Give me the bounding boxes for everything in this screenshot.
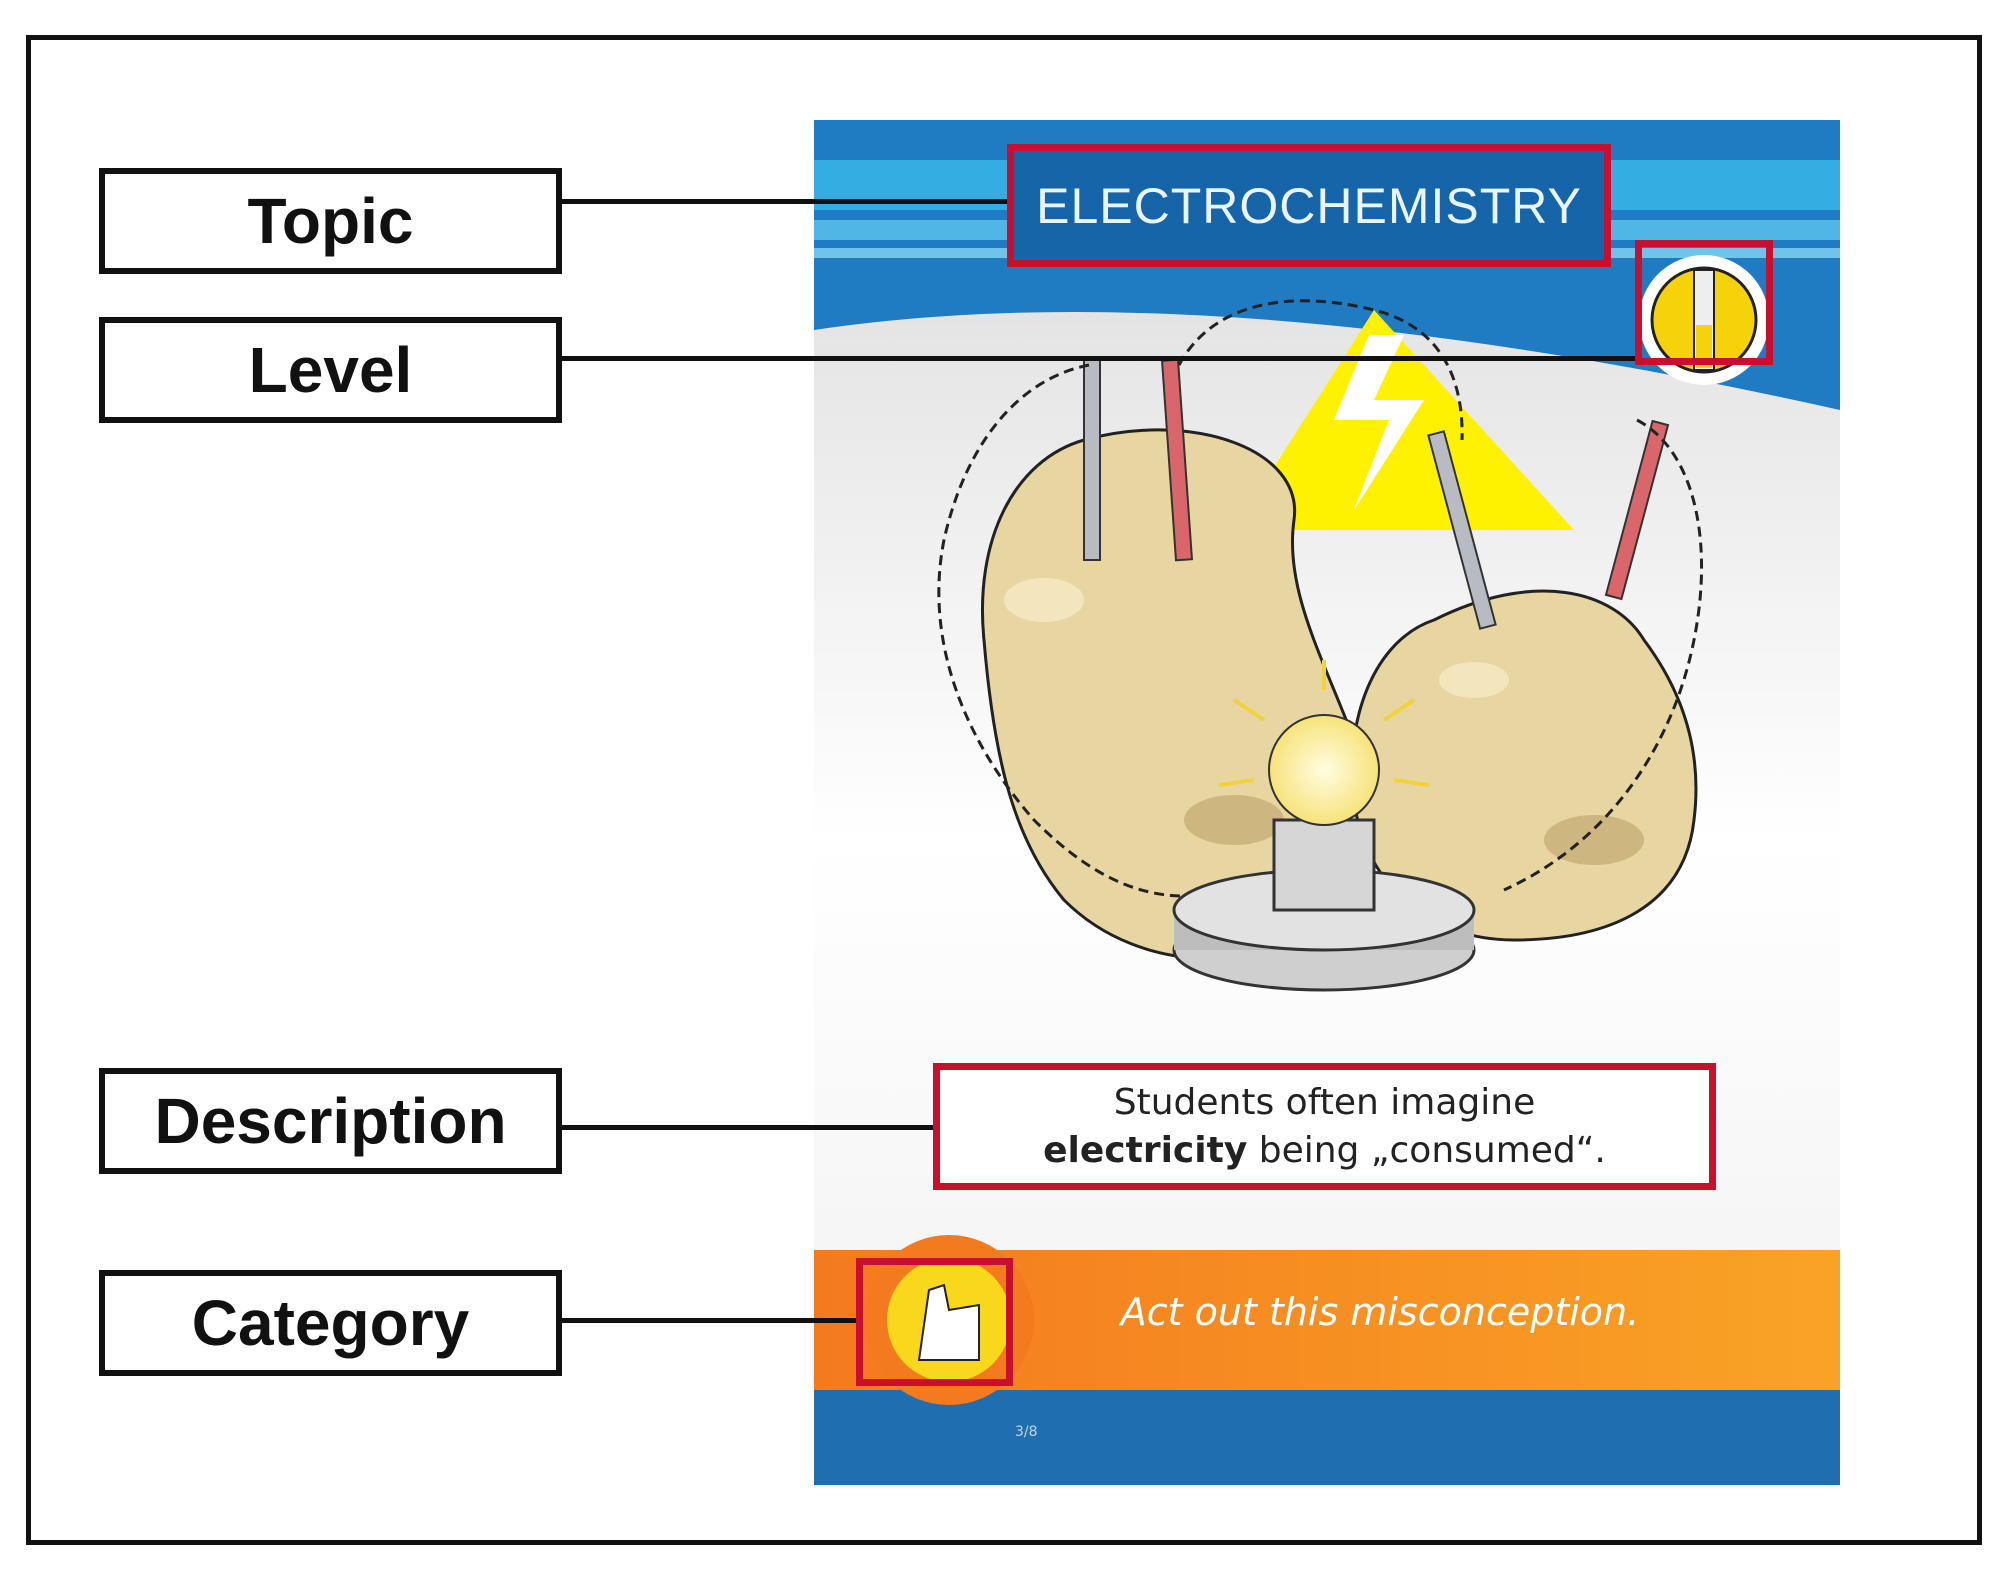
level-highlight <box>1635 240 1773 365</box>
label-description-text: Description <box>154 1085 507 1157</box>
topic-connector <box>562 199 1007 204</box>
category-text: Act out this misconception. <box>1120 1290 1640 1334</box>
description-connector <box>562 1125 933 1130</box>
label-topic: Topic <box>99 168 562 274</box>
topic-highlight: ELECTROCHEMISTRY <box>1007 144 1611 267</box>
label-category: Category <box>99 1270 562 1376</box>
zinc-electrode-right <box>1427 430 1497 630</box>
label-description: Description <box>99 1068 562 1174</box>
label-category-text: Category <box>191 1287 470 1359</box>
label-level-text: Level <box>248 334 413 406</box>
card-topic-text: ELECTROCHEMISTRY <box>1036 177 1582 234</box>
wire-top <box>1177 299 1464 441</box>
description-highlight: Students often imagine electricity being… <box>933 1063 1716 1190</box>
label-topic-text: Topic <box>247 185 414 257</box>
level-connector <box>562 356 1635 361</box>
lightning-bolt <box>1334 335 1424 510</box>
hand-icon <box>917 1283 980 1361</box>
copper-electrode-right <box>1604 419 1670 601</box>
description-line-2: electricity being „consumed“. <box>1043 1127 1606 1175</box>
category-connector <box>562 1318 856 1323</box>
wire-right <box>1503 418 1704 892</box>
description-bold: electricity <box>1043 1129 1248 1171</box>
page-number: 3/8 <box>1015 1424 1038 1440</box>
wire-left <box>937 363 1235 898</box>
description-rest: being „consumed“. <box>1258 1129 1606 1171</box>
label-level: Level <box>99 317 562 423</box>
description-line-1: Students often imagine <box>1113 1081 1536 1123</box>
light-bulb <box>1268 714 1380 826</box>
category-highlight <box>856 1258 1013 1386</box>
zinc-electrode-left <box>1083 359 1101 561</box>
